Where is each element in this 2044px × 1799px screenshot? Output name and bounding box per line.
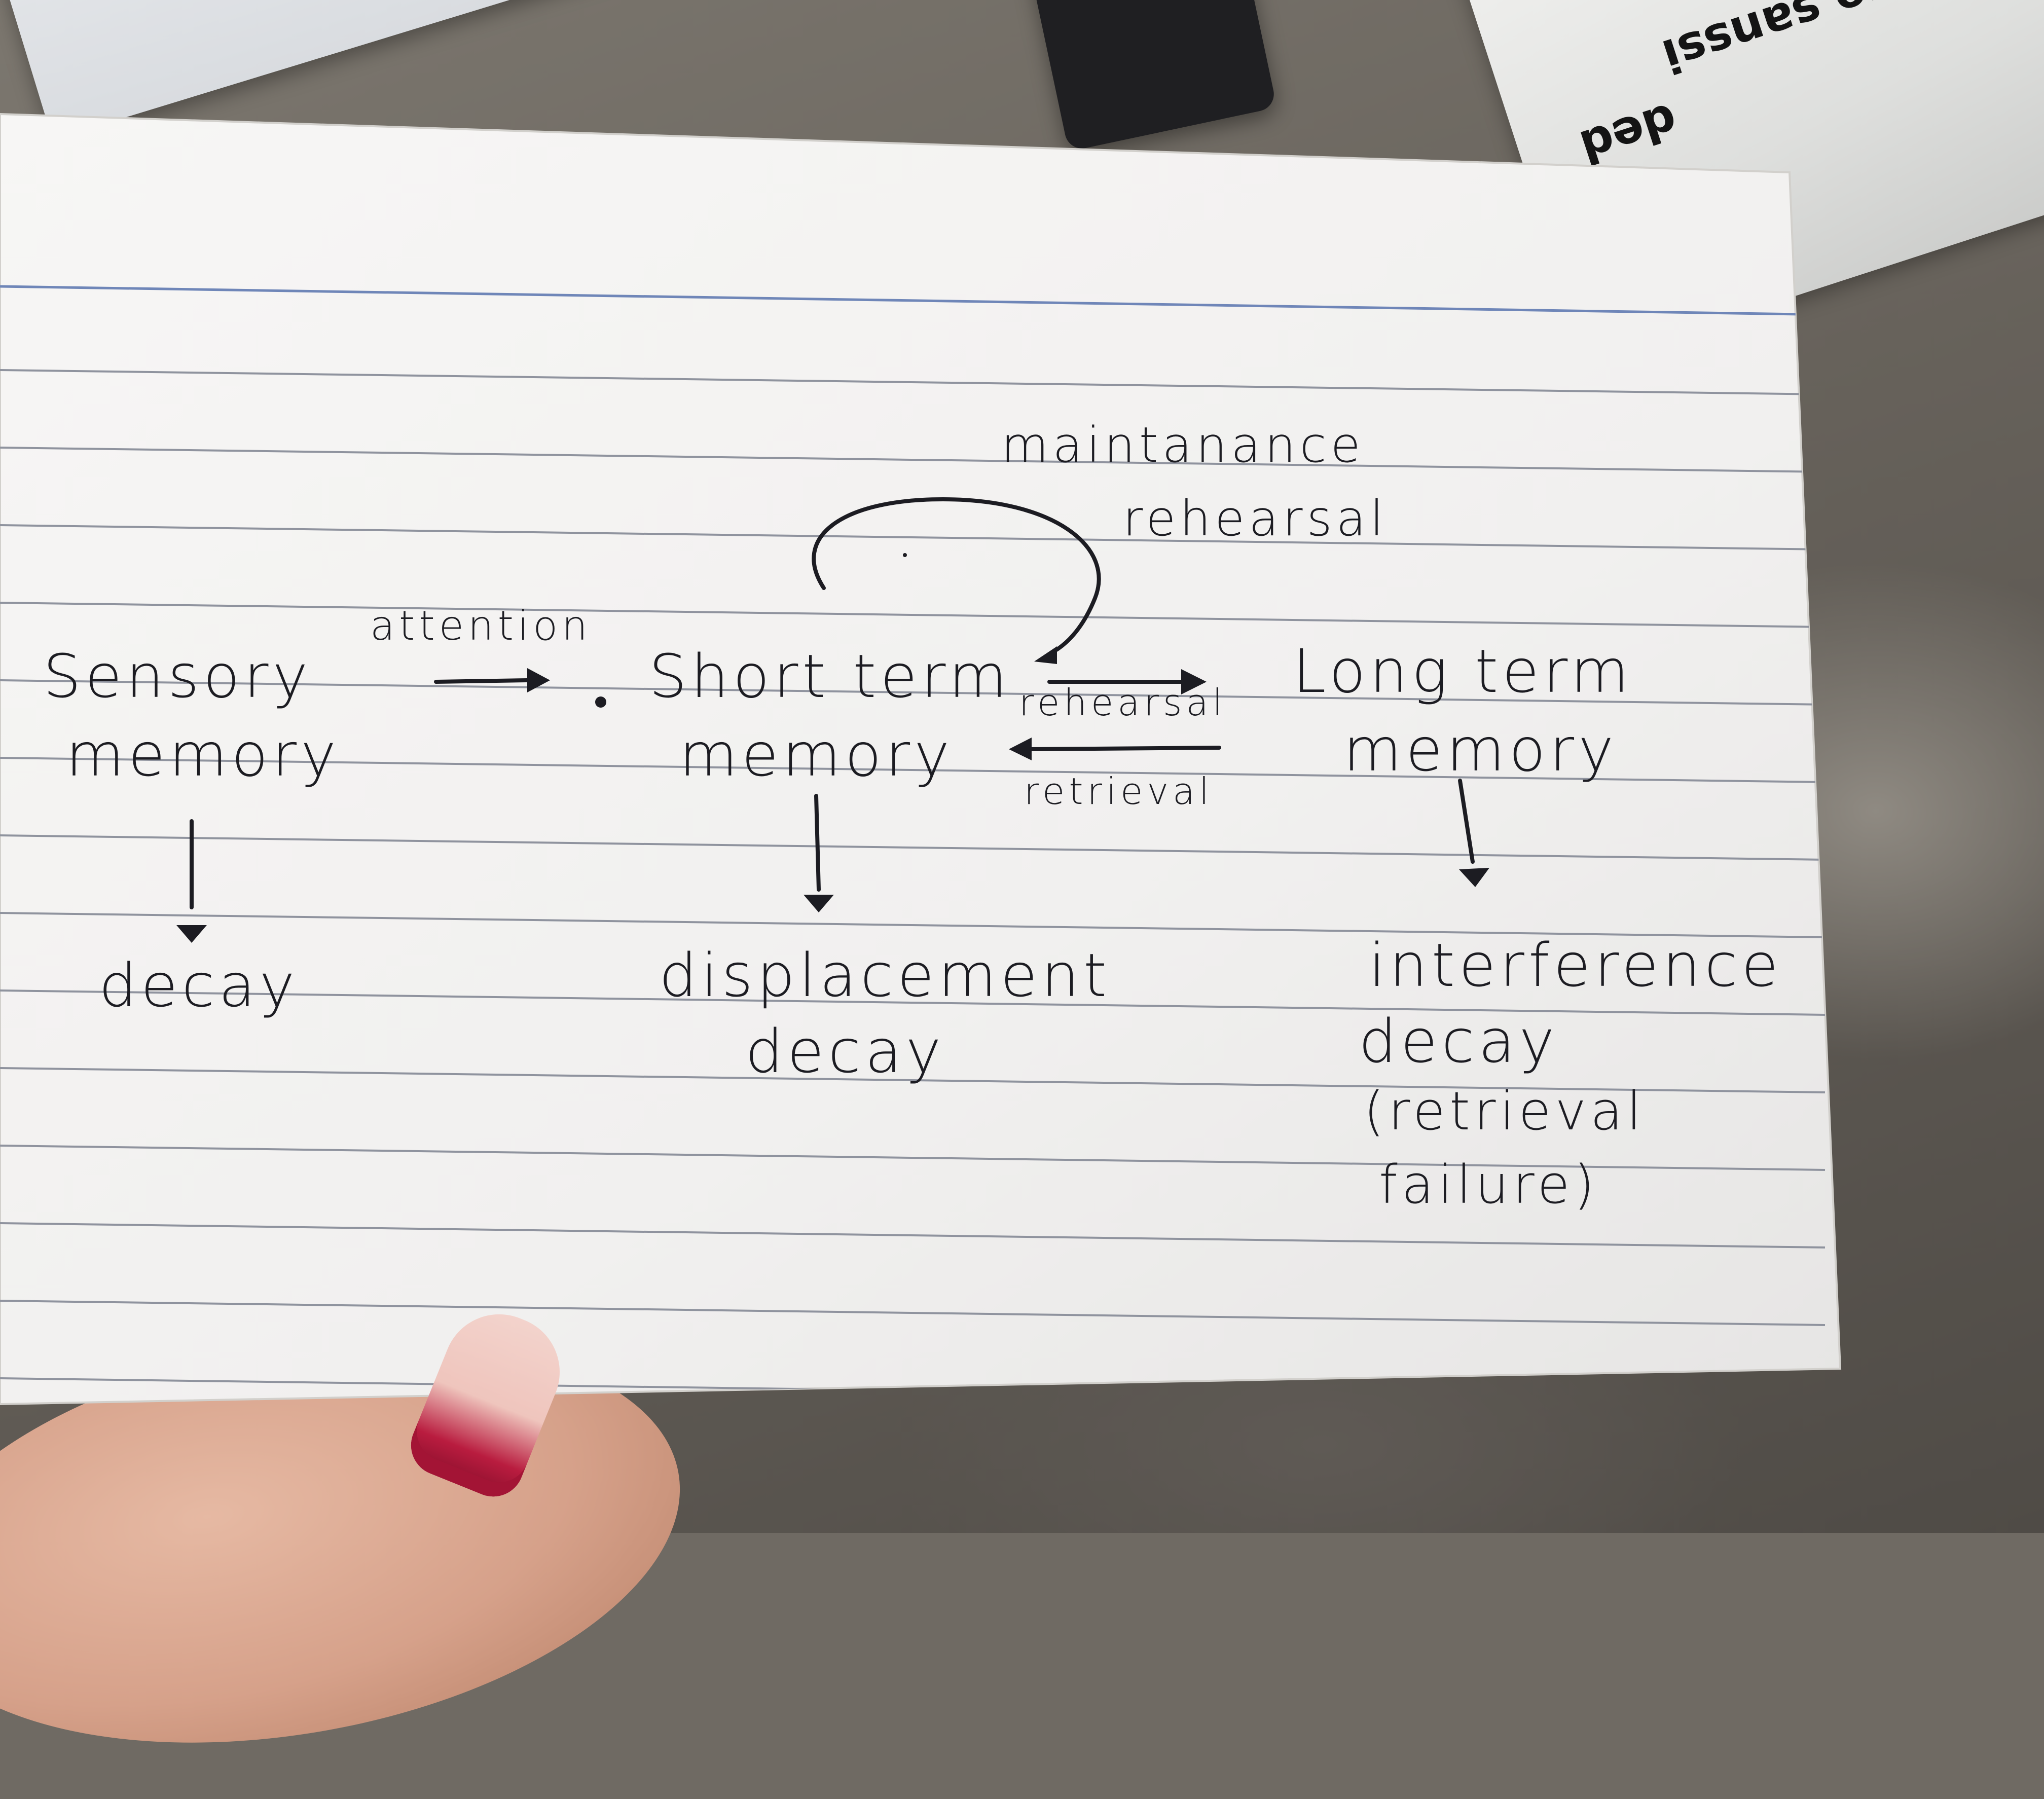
label-maintenance-line2: rehearsal xyxy=(1123,490,1388,547)
arrowhead-maintenance xyxy=(1034,646,1057,664)
outcome-sensory-decay: decay xyxy=(99,950,299,1020)
outcome-long-term-decay: decay xyxy=(1359,1006,1559,1076)
rule-line xyxy=(0,369,1826,395)
node-short-term-line1: Short term xyxy=(649,641,1011,711)
arrowhead-attention xyxy=(527,668,550,692)
node-long-term-line1: Long term xyxy=(1293,636,1633,706)
label-attention: attention xyxy=(370,602,592,649)
arrow-attention xyxy=(434,678,529,684)
arrowhead-sensory xyxy=(176,925,207,943)
rule-line xyxy=(0,912,1826,938)
label-maintenance-line1: maintanance xyxy=(1001,417,1365,473)
outcome-short-term-decay: decay xyxy=(745,1016,945,1086)
rule-line xyxy=(0,524,1826,550)
arrowhead-rehearsal xyxy=(1181,669,1207,694)
card-paper xyxy=(0,113,1842,1406)
diagram-arrows xyxy=(176,497,1489,943)
rule-line xyxy=(0,447,1826,473)
outcome-long-term-failure: failure) xyxy=(1379,1154,1599,1216)
arrow-retrieval xyxy=(1027,746,1221,751)
node-short-term-line2: memory xyxy=(679,720,954,790)
rule-line xyxy=(0,834,1826,861)
rule-line xyxy=(0,757,1826,783)
outcome-long-term-interference: interference xyxy=(1369,930,1782,1000)
outcome-long-term-retrieval: (retrieval xyxy=(1364,1080,1646,1142)
arrowhead-retrieval xyxy=(1009,738,1032,760)
rule-line xyxy=(0,989,1826,1016)
rule-line xyxy=(0,1300,1826,1326)
rule-lines xyxy=(0,369,1826,1404)
outcome-short-term-displacement: displacement xyxy=(659,940,1111,1010)
index-card xyxy=(0,113,1842,1406)
rule-line xyxy=(0,1222,1826,1249)
arrow-long-term-down xyxy=(1458,779,1475,864)
node-sensory-line2: memory xyxy=(66,720,341,790)
arrowhead-long-term xyxy=(1459,868,1489,887)
ink-dot xyxy=(595,696,606,708)
arrow-maintenance-loop xyxy=(812,497,1101,656)
ink-dot xyxy=(903,553,907,557)
rule-line xyxy=(0,1067,1826,1093)
rule-line xyxy=(0,679,1826,706)
rule-line xyxy=(0,1145,1826,1171)
node-sensory-line1: Sensory xyxy=(43,641,312,711)
rule-line xyxy=(0,602,1826,628)
label-retrieval: retrieval xyxy=(1024,770,1214,813)
ruled-lines xyxy=(0,285,1826,1404)
arrow-short-term-down xyxy=(814,794,821,892)
node-long-term-line2: memory xyxy=(1343,715,1618,785)
arrowhead-short-term xyxy=(804,895,834,912)
header-rule xyxy=(0,285,1800,316)
